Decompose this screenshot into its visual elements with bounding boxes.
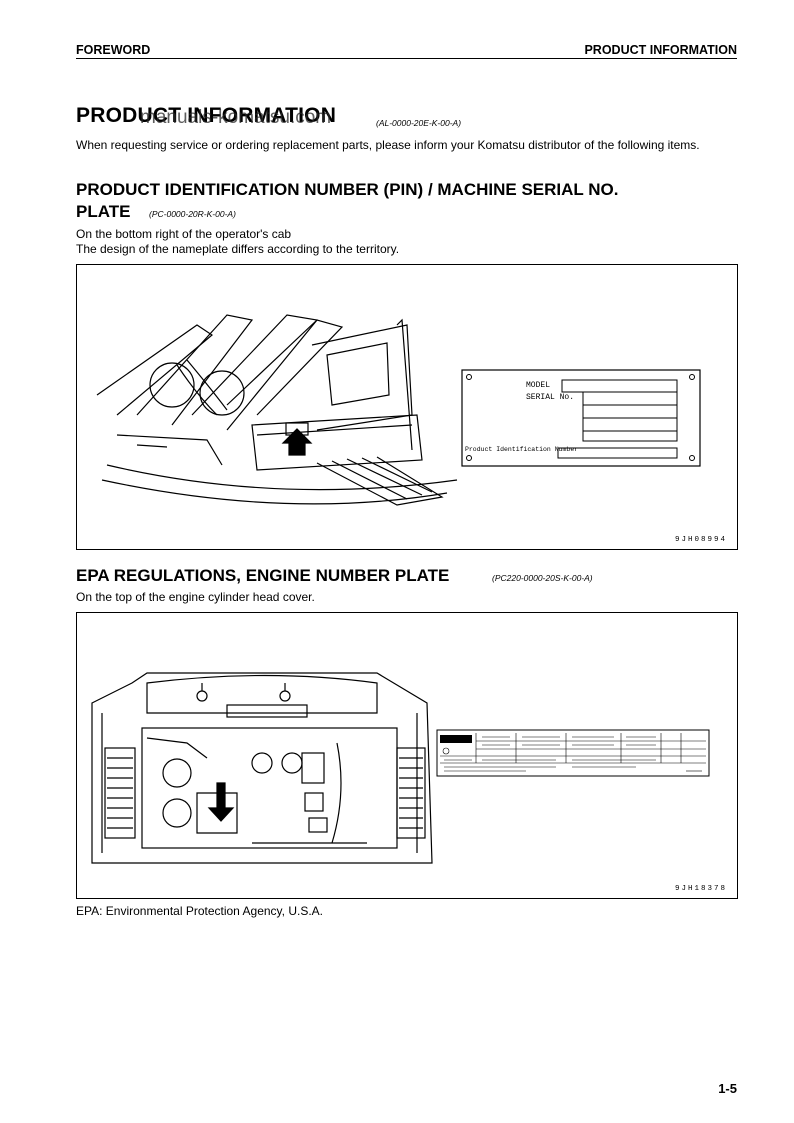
epa-line1: On the top of the engine cylinder head c…	[76, 590, 315, 604]
pin-code: (PC-0000-20R-K-00-A)	[149, 209, 236, 219]
epa-engine-plate	[436, 729, 710, 777]
page-number: 1-5	[718, 1081, 737, 1096]
plate-serial-label: SERIAL No.	[526, 393, 575, 402]
machine-serial-plate	[461, 369, 701, 467]
pin-line1: On the bottom right of the operator's ca…	[76, 227, 292, 241]
plate-pin-label: Product Identification Number	[465, 446, 579, 453]
title-code: (AL-0000-20E-K-00-A)	[376, 118, 462, 128]
header-left: FOREWORD	[76, 43, 151, 57]
epa-figure: 9JH18378	[76, 612, 738, 899]
intro-text: When requesting service or ordering repl…	[76, 138, 700, 152]
pin-figure: MODEL SERIAL No. Product Identification …	[76, 264, 738, 550]
plate-model-label: MODEL	[526, 381, 551, 390]
page-title: PRODUCT INFORMATION	[76, 104, 337, 127]
epa-code: (PC220-0000-20S-K-00-A)	[492, 573, 593, 583]
header-right: PRODUCT INFORMATION	[584, 43, 737, 57]
pin-line2: The design of the nameplate differs acco…	[76, 242, 400, 256]
pin-figure-id: 9JH08994	[674, 536, 727, 544]
engine-top-illustration	[91, 672, 433, 864]
excavator-cab-illustration	[96, 314, 458, 506]
epa-footnote: EPA: Environmental Protection Agency, U.…	[76, 904, 324, 918]
pin-heading-line2: PLATE	[76, 202, 131, 221]
watermark: manuals-komatsu.com	[140, 107, 332, 128]
header-rule	[76, 58, 737, 59]
epa-heading: EPA REGULATIONS, ENGINE NUMBER PLATE	[76, 566, 450, 585]
pin-heading-line1: PRODUCT IDENTIFICATION NUMBER (PIN) / MA…	[76, 180, 619, 199]
epa-figure-id: 9JH18378	[674, 885, 727, 893]
